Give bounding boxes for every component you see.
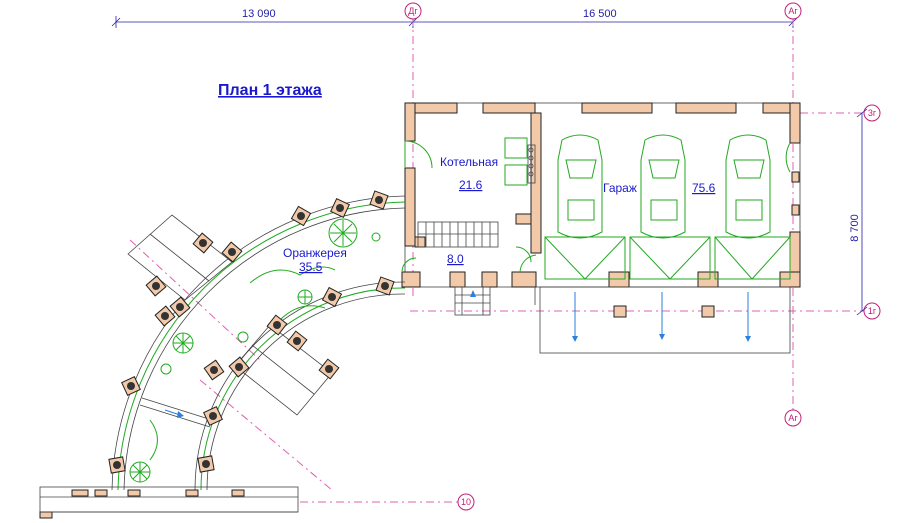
dimension-vertical: 8 700 — [849, 214, 861, 242]
foundation-strip — [39, 486, 299, 519]
svg-text:Аг: Аг — [788, 413, 798, 423]
plant-icon — [129, 461, 151, 483]
car-icon — [557, 134, 603, 239]
staircase — [417, 221, 499, 248]
car-icon — [640, 134, 686, 239]
dimension-right: 16 500 — [583, 8, 617, 20]
plant-icon — [297, 289, 313, 305]
room-area-greenhouse: 35.5 — [299, 260, 323, 274]
garden-contour — [149, 266, 336, 461]
plant-icon — [328, 218, 358, 248]
garage-forecourt — [534, 286, 791, 354]
room-name-greenhouse: Оранжерея — [283, 246, 347, 260]
dimension-left: 13 090 — [242, 8, 276, 20]
garage-parking-bays — [544, 236, 791, 280]
building-walls — [401, 102, 801, 318]
svg-text:3г: 3г — [868, 108, 877, 118]
room-area-hall: 8.0 — [447, 252, 464, 266]
axis-bubble-ag-bottom: Аг — [784, 409, 802, 427]
axis-bubble-dg: Дг — [404, 2, 422, 20]
greenhouse-columns — [108, 190, 395, 474]
svg-text:Дг: Дг — [408, 6, 418, 16]
car-icon — [725, 134, 771, 239]
boiler-equipment — [504, 137, 536, 186]
svg-text:1г: 1г — [868, 306, 877, 316]
greenhouse-arrow — [164, 409, 184, 418]
svg-text:10: 10 — [461, 497, 471, 507]
room-name-boiler: Котельная — [440, 155, 498, 169]
entrance-porch — [454, 286, 491, 316]
axis-bubble-1g: 1г — [863, 302, 881, 320]
greenhouse-arcs — [111, 195, 406, 491]
plant-icon — [160, 232, 381, 375]
svg-text:Аг: Аг — [788, 6, 798, 16]
door-swings — [401, 140, 791, 273]
top-dimension-line — [111, 16, 798, 28]
room-area-garage: 75.6 — [692, 181, 716, 195]
right-dimension-line — [856, 108, 868, 316]
axis-bubble-3g: 3г — [863, 104, 881, 122]
room-name-garage: Гараж — [603, 181, 637, 195]
garage-entry-arrows — [572, 292, 751, 342]
plan-title: План 1 этажа — [218, 82, 322, 99]
room-area-boiler: 21.6 — [459, 178, 483, 192]
axis-bubble-ag-top: Аг — [784, 2, 802, 20]
plant-icon — [172, 332, 194, 354]
axis-bubble-10: 10 — [457, 493, 475, 511]
